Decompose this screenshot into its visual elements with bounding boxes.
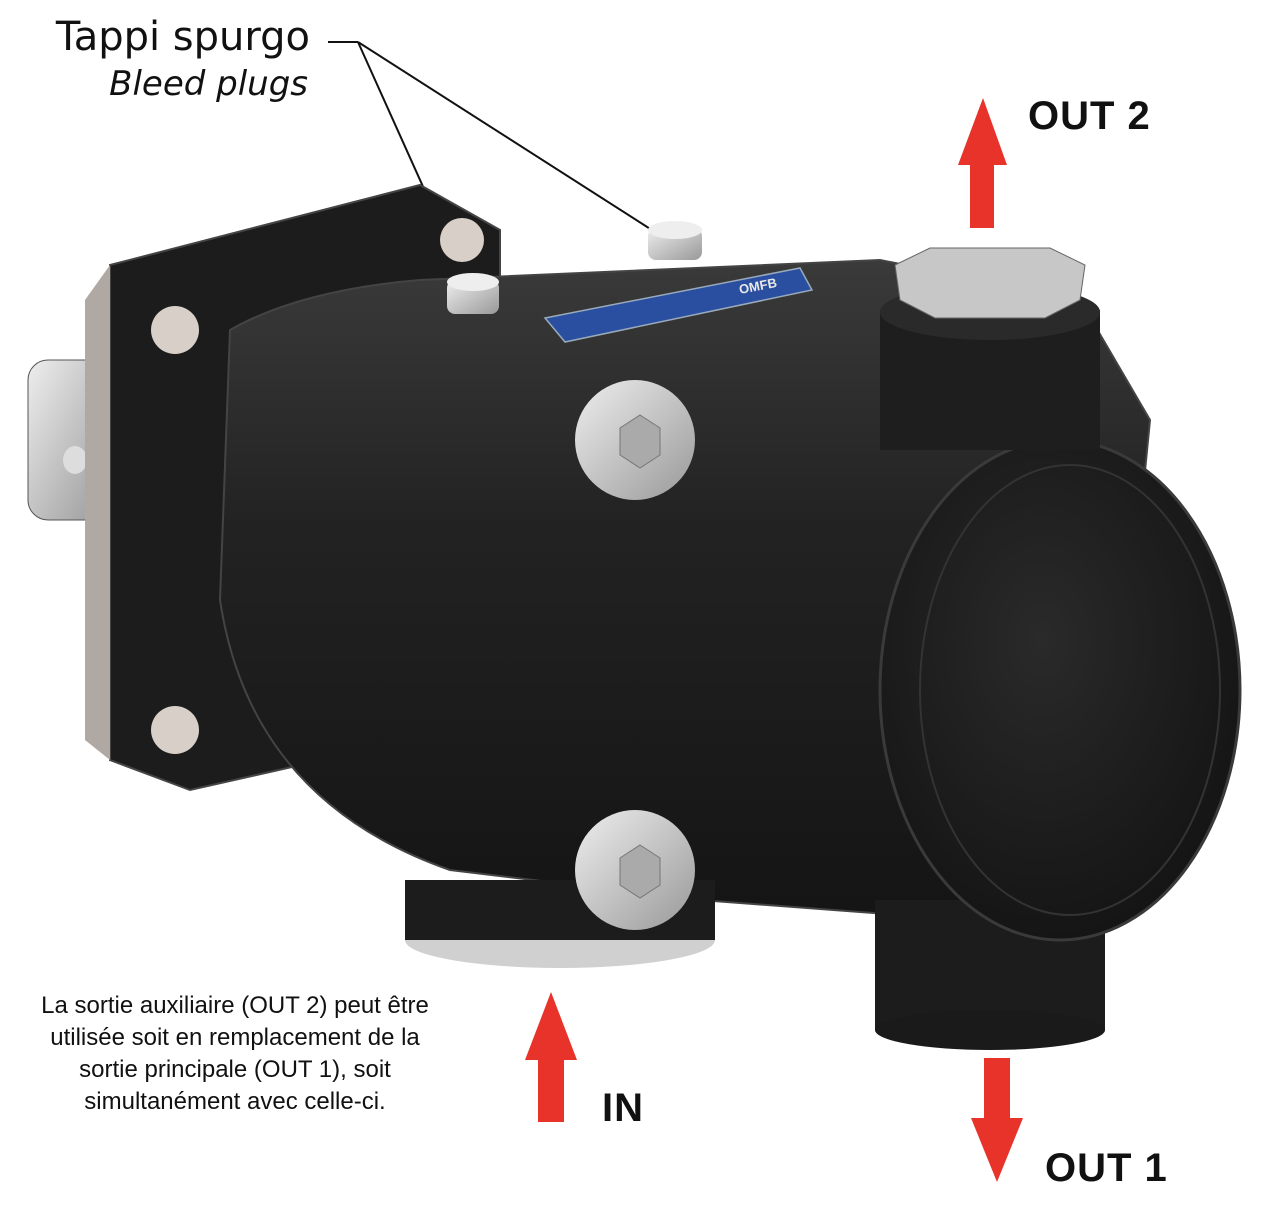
bleed-plug-1 xyxy=(447,273,499,314)
flange-edge xyxy=(85,265,110,760)
note-text: La sortie auxiliaire (OUT 2) peut être u… xyxy=(41,992,429,1115)
nameplate-brand: OMFB xyxy=(738,275,778,297)
end-cap-rim xyxy=(919,464,1221,916)
flange-bolt-hole xyxy=(440,218,484,262)
arrow-out2-icon xyxy=(958,98,1007,228)
nameplate: OMFB xyxy=(543,267,814,343)
label-out2: OUT 2 xyxy=(1028,94,1151,138)
bleed-plug-2 xyxy=(648,221,702,260)
callout-title: Tappi spurgo xyxy=(55,14,310,60)
hex-plug xyxy=(894,247,1086,319)
label-out1: OUT 1 xyxy=(1045,1146,1168,1190)
cap-screw-bottom xyxy=(575,810,695,930)
arrow-out1-icon xyxy=(971,1058,1023,1182)
end-cap xyxy=(878,438,1242,942)
cap-screw-top xyxy=(575,380,695,500)
arrow-in-icon xyxy=(525,992,577,1122)
callout-subtitle: Bleed plugs xyxy=(109,64,308,104)
flange-bolt-hole xyxy=(151,706,199,754)
label-in: IN xyxy=(602,1086,644,1130)
flange-bolt-hole xyxy=(151,306,199,354)
